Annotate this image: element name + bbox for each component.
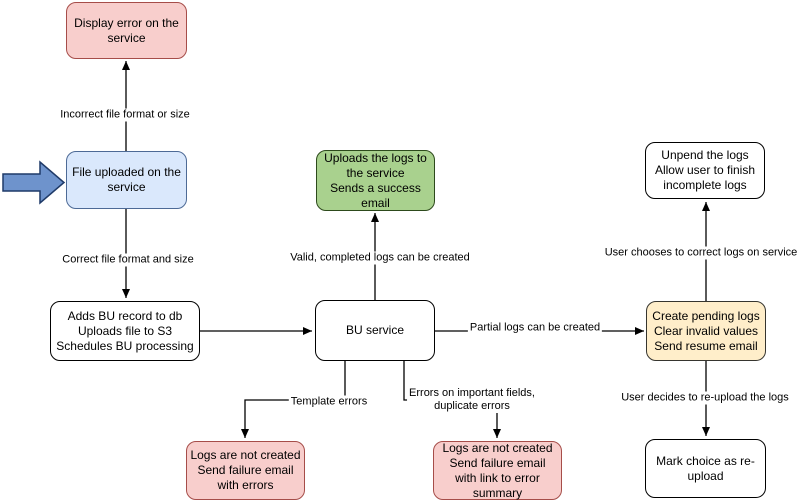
label-valid-completed-logs: Valid, completed logs can be created: [288, 251, 472, 265]
label-errors-important-fields: Errors on important fields, duplicate er…: [407, 387, 537, 413]
label-incorrect-file-format: Incorrect file format or size: [58, 108, 192, 122]
node-adds-bu-record[interactable]: Adds BU record to db Uploads file to S3 …: [50, 301, 200, 361]
label-correct-file-format: Correct file format and size: [60, 253, 196, 267]
label-user-reuploads: User decides to re-upload the logs: [619, 391, 791, 405]
node-logs-not-created-errors[interactable]: Logs are not created Send failure email …: [186, 441, 305, 500]
node-file-uploaded[interactable]: File uploaded on the service: [66, 151, 187, 209]
node-display-error[interactable]: Display error on the service: [66, 2, 187, 59]
node-create-pending-logs[interactable]: Create pending logs Clear invalid values…: [646, 301, 766, 361]
label-partial-logs: Partial logs can be created: [467, 321, 603, 335]
label-user-corrects-on-service: User chooses to correct logs on service: [602, 246, 800, 260]
node-uploads-logs-success[interactable]: Uploads the logs to the service Sends a …: [316, 150, 435, 211]
input-arrow-icon: [2, 160, 66, 205]
node-unpend-logs[interactable]: Unpend the logs Allow user to finish inc…: [645, 142, 765, 199]
label-template-errors: Template errors: [288, 395, 370, 409]
node-mark-choice-reupload[interactable]: Mark choice as re- upload: [645, 439, 766, 498]
node-bu-service[interactable]: BU service: [315, 300, 435, 361]
node-logs-not-created-summary[interactable]: Logs are not created Send failure email …: [433, 441, 562, 500]
